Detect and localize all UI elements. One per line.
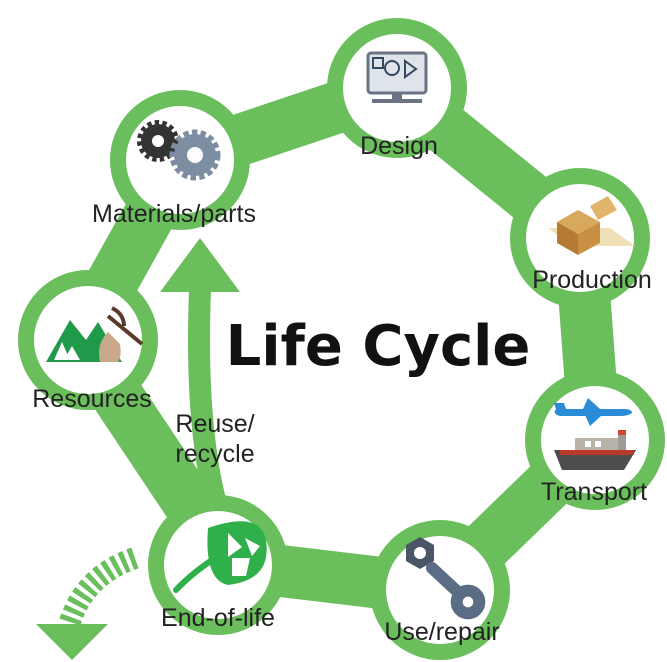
gears-icon	[137, 120, 221, 181]
reuse-label-line1: Reuse/	[175, 410, 254, 438]
airplane-ship-icon	[554, 398, 636, 470]
diagram-title: Life Cycle	[226, 314, 531, 379]
stage-node-production: Production	[510, 168, 652, 308]
stage-label-materials-parts: Materials/parts	[92, 200, 256, 228]
stage-node-end-of-life: End-of-life	[148, 495, 288, 635]
stage-label-design: Design	[360, 132, 438, 160]
stage-label-use-repair: Use/repair	[384, 618, 499, 646]
exit-arrow	[36, 547, 139, 660]
reuse-label-line2: recycle	[175, 440, 254, 468]
stage-node-use-repair: Use/repair	[370, 520, 510, 660]
cardboard-box-icon	[548, 196, 635, 255]
forest-pickaxe-icon	[46, 306, 144, 362]
recycle-leaf-icon	[173, 521, 267, 593]
wrench-icon	[406, 537, 486, 620]
design-monitor-icon	[366, 51, 428, 103]
stage-label-end-of-life: End-of-life	[161, 604, 275, 632]
stage-node-materials-parts: Materials/parts	[92, 90, 256, 230]
stage-node-resources: Resources	[18, 270, 158, 413]
reuse-recycle-arrow	[160, 238, 240, 511]
stage-node-design: Design	[327, 18, 467, 160]
stage-node-transport: Transport	[525, 370, 665, 510]
stage-label-production: Production	[532, 266, 652, 294]
stage-label-resources: Resources	[32, 385, 152, 413]
stage-label-transport: Transport	[541, 478, 647, 506]
